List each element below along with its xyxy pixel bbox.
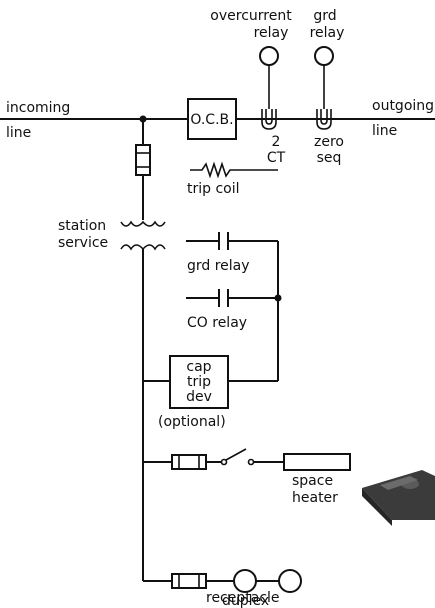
ct-label-2: CT [267,150,286,166]
ct-label-1: 2 [272,134,281,150]
zero-seq-coil-icon [316,109,332,130]
grd-top-label-1: grd [313,8,336,24]
heater-fuse-icon [171,454,207,470]
switch-contact-left [220,458,228,466]
incoming-label-2: line [6,125,31,141]
tap-fuse-icon [135,144,151,176]
ct-coil-icon [261,109,277,130]
incoming-label-1: incoming [6,100,70,116]
duplex-receptacle-label-1: duplex [222,593,269,608]
space-heater-label-2: heater [292,490,338,506]
cap-trip-label-1: cap [186,359,211,375]
ct-coil-inner [265,109,273,125]
space-heater-label-1: space [292,473,333,489]
zero-seq-label-2: seq [317,150,342,166]
outgoing-label-2: line [372,123,397,139]
receptacle-outlet-1-icon [233,569,257,593]
overcurrent-label-1: overcurrent [210,8,292,24]
duplex-receptacle-label-2: receptacle [206,590,280,606]
switch-contact-right [247,458,255,466]
station-label-2: service [58,235,108,251]
overcurrent-label-2: relay [254,25,289,41]
receptacle-fuse-icon [171,573,207,589]
ocb-box [187,98,237,140]
trip-coil-label: trip coil [187,181,240,197]
station-label-1: station [58,218,106,234]
zero-seq-coil-inner [320,109,328,125]
grd-relay-label: grd relay [187,258,250,274]
grd-top-label-2: relay [310,25,345,41]
overcurrent-relay-icon [259,46,279,66]
receptacle-outlet-2-icon [278,569,302,593]
co-relay-label: CO relay [187,315,247,331]
ocb-label: O.C.B. [190,112,233,128]
cap-trip-label-3: dev [186,389,212,405]
transformer-primary-icon [120,220,166,227]
stray-object-photo [362,470,435,526]
cap-trip-label-2: trip [187,374,211,390]
trip-coil-icon [190,161,278,179]
outgoing-label-1: outgoing [372,98,434,114]
cap-trip-dev-box [169,355,229,409]
grd-relay-top-icon [314,46,334,66]
zero-seq-label-1: zero [314,134,344,150]
co-relay-junction-dot [274,294,282,302]
optional-label: (optional) [158,414,226,430]
space-heater-icon [283,453,351,471]
transformer-secondary-icon [120,244,166,251]
switch-blade-icon [225,448,247,461]
